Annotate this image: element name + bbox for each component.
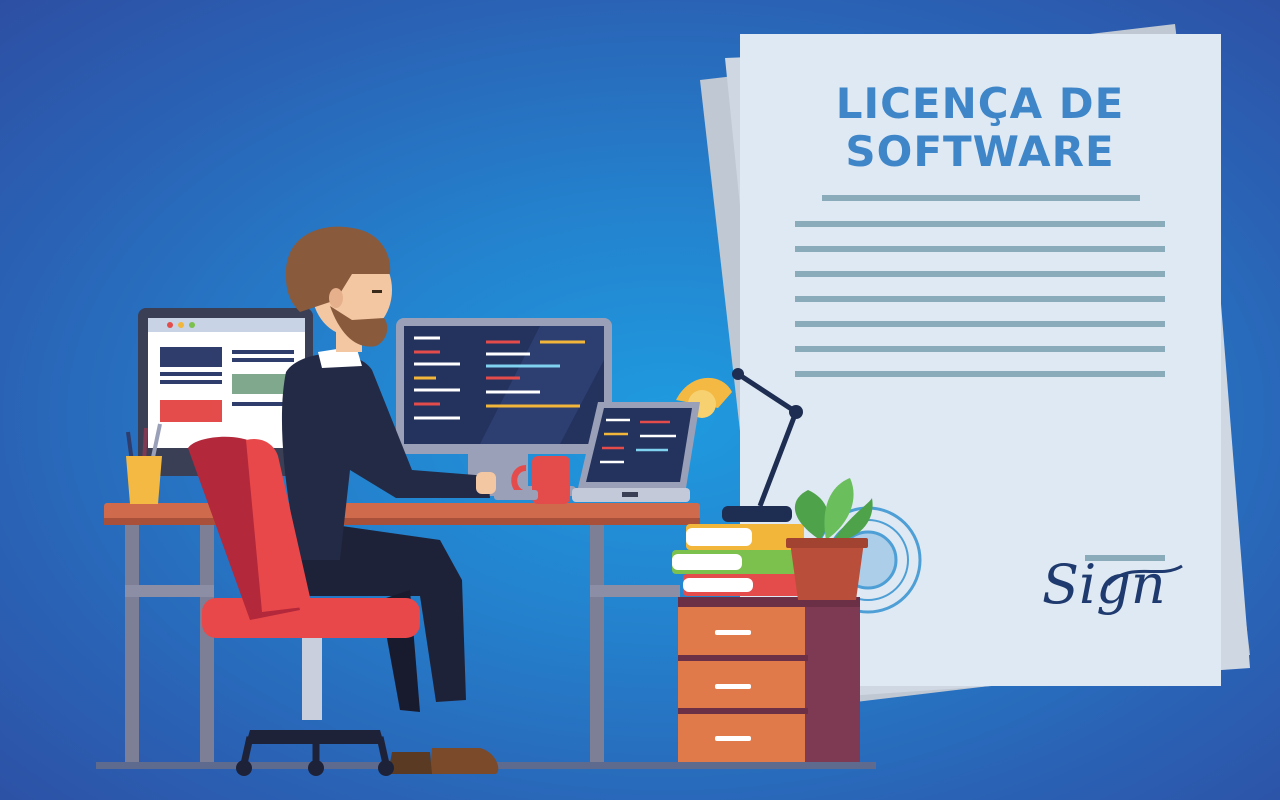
potted-plant-icon (786, 478, 873, 600)
developer-figure (281, 226, 499, 774)
keyboard (494, 490, 538, 500)
pencil-cup-icon (126, 423, 162, 504)
document-title-line-1: LICENÇA DE (835, 79, 1125, 128)
signature-text: Sign (1042, 553, 1166, 616)
desktop-monitor (138, 308, 313, 476)
code-monitor-icon (396, 318, 612, 496)
document-title-line-2: SOFTWARE (845, 127, 1115, 176)
office-chair-icon (188, 436, 420, 776)
signature-flourish (1106, 564, 1183, 587)
laptop-icon (572, 402, 700, 502)
drawer-cabinet (678, 597, 860, 762)
document-text-lines (795, 195, 1165, 377)
document-title: LICENÇA DE SOFTWARE (745, 80, 1215, 176)
book-stack-icon (672, 524, 804, 596)
